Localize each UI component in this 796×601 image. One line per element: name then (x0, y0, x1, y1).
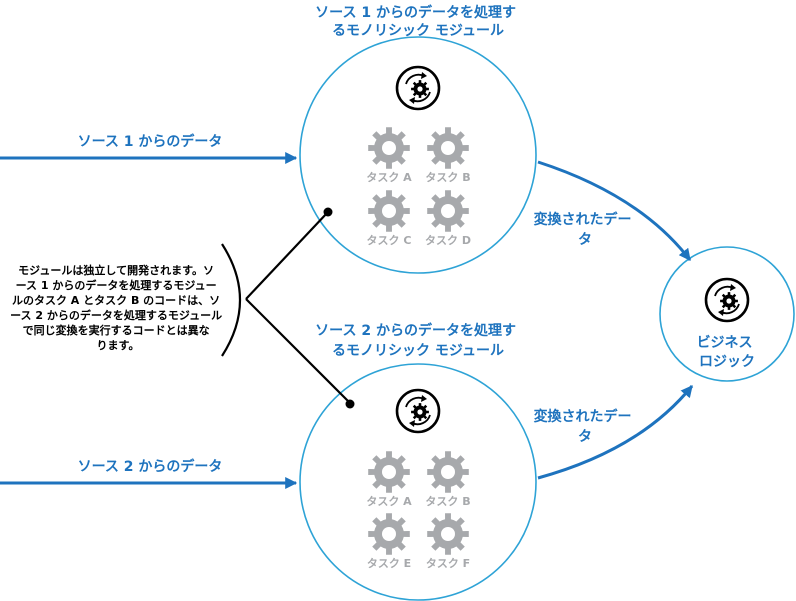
module1-circle (299, 36, 537, 274)
task-label: タスク C (367, 234, 412, 247)
task-gear-icon (368, 451, 410, 493)
transformed2-label: 変換されたデー タ (534, 408, 637, 445)
pointer-dot-top (323, 207, 333, 217)
task-label: タスク B (425, 171, 470, 184)
task-gear-icon (427, 190, 469, 232)
pointer-line-top (245, 211, 329, 300)
annotation-note: モジュールは独立して開発されます。ソ ース 1 からのデータを処理するモジュー … (10, 263, 226, 352)
output2-arrow (537, 385, 694, 480)
task-label: タスク A (366, 171, 412, 184)
process-cycle-icon (395, 65, 441, 111)
task-gear-icon (427, 513, 469, 555)
module2-circle (299, 363, 537, 601)
task-gear-icon (427, 451, 469, 493)
process-cycle-icon (395, 388, 441, 434)
task-label: タスク F (426, 557, 470, 570)
module1-title: ソース 1 からのデータを処理す るモノリシック モジュール (315, 4, 521, 39)
pointer-dot-bottom (345, 399, 355, 409)
task-gear-icon (368, 513, 410, 555)
module2-title: ソース 2 からのデータを処理す るモノリシック モジュール (315, 322, 521, 359)
task-label: タスク E (367, 557, 411, 570)
transformed1-label: 変換されたデー タ (534, 211, 637, 248)
output1-arrow (537, 160, 692, 261)
input1-label: ソース 1 からのデータ (78, 133, 223, 150)
task-gear-icon (368, 127, 410, 169)
note-bracket (221, 243, 242, 357)
process-cycle-icon (704, 277, 750, 323)
task-label: タスク B (425, 495, 470, 508)
input2-label: ソース 2 からのデータ (78, 458, 223, 475)
task-label: タスク D (425, 234, 471, 247)
task-gear-icon (368, 190, 410, 232)
pointer-line-bottom (245, 298, 351, 404)
task-gear-icon (427, 127, 469, 169)
task-label: タスク A (366, 495, 412, 508)
business-logic-label: ビジネス ロジック (697, 335, 758, 370)
